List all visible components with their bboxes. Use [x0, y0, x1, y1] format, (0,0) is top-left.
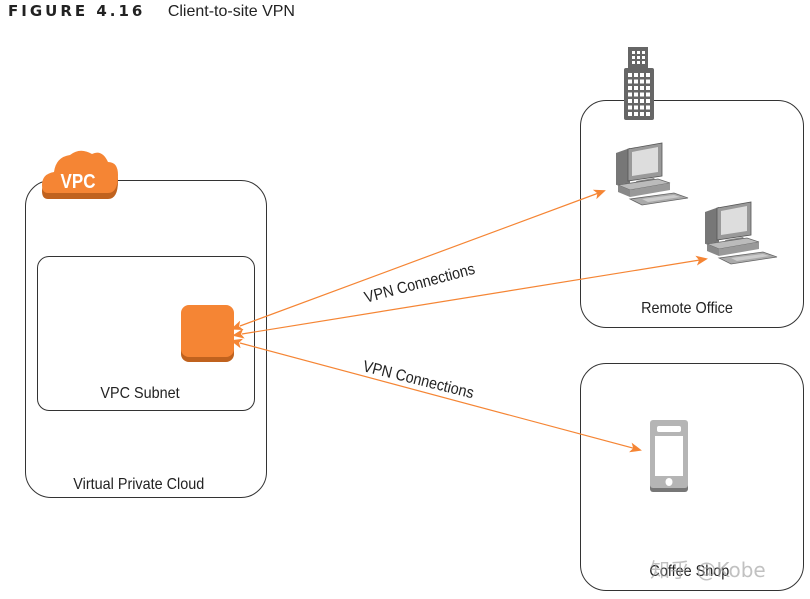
coffee-shop-label: Coffee Shop — [649, 563, 730, 580]
vpc-subnet-label: VPC Subnet — [100, 385, 180, 402]
building-window — [634, 73, 638, 77]
building-window — [634, 105, 638, 110]
office-building-icon — [624, 47, 654, 120]
building-window — [634, 99, 638, 103]
building-window — [628, 86, 632, 90]
building-window — [640, 105, 644, 110]
building-window — [640, 92, 644, 97]
vpc-badge-text: VPC — [61, 170, 96, 193]
vpn-gateway-icon — [181, 305, 234, 362]
vpc-container-label: Virtual Private Cloud — [73, 476, 205, 493]
watermark: 知乎 @Kobe — [650, 558, 766, 582]
figure-caption: Client-to-site VPN — [167, 3, 295, 20]
building-window — [640, 79, 644, 84]
vpn-connection-lines — [230, 189, 708, 453]
desktop-computer-icon — [616, 142, 689, 206]
building-window — [628, 79, 632, 84]
building-window — [628, 73, 632, 77]
desktop-computer-icon — [705, 201, 778, 265]
figure-title: FIGURE 4.16 Client-to-site VPN — [8, 2, 295, 21]
building-window — [640, 86, 644, 90]
building-window — [646, 73, 650, 77]
coffee-shop-container — [580, 363, 804, 591]
building-window — [646, 92, 650, 97]
building-window — [646, 79, 650, 84]
building-window — [628, 112, 632, 116]
building-window — [634, 92, 638, 97]
building-window — [628, 92, 632, 97]
figure-number: FIGURE 4.16 — [8, 2, 146, 20]
building-window — [634, 79, 638, 84]
building-window — [628, 105, 632, 110]
building-window — [640, 73, 644, 77]
mobile-phone-icon — [650, 420, 688, 492]
building-window — [628, 99, 632, 103]
connection-line-mobile — [230, 338, 642, 453]
connection-line-computer-2 — [232, 255, 708, 339]
building-window — [646, 99, 650, 103]
building-window — [646, 105, 650, 110]
building-window — [634, 112, 638, 116]
building-window — [640, 112, 644, 116]
building-window — [646, 112, 650, 116]
vpc-cloud-badge — [42, 150, 118, 199]
building-window — [634, 86, 638, 90]
building-window — [640, 99, 644, 103]
building-window — [646, 86, 650, 90]
connection-line-computer-1 — [230, 189, 606, 330]
